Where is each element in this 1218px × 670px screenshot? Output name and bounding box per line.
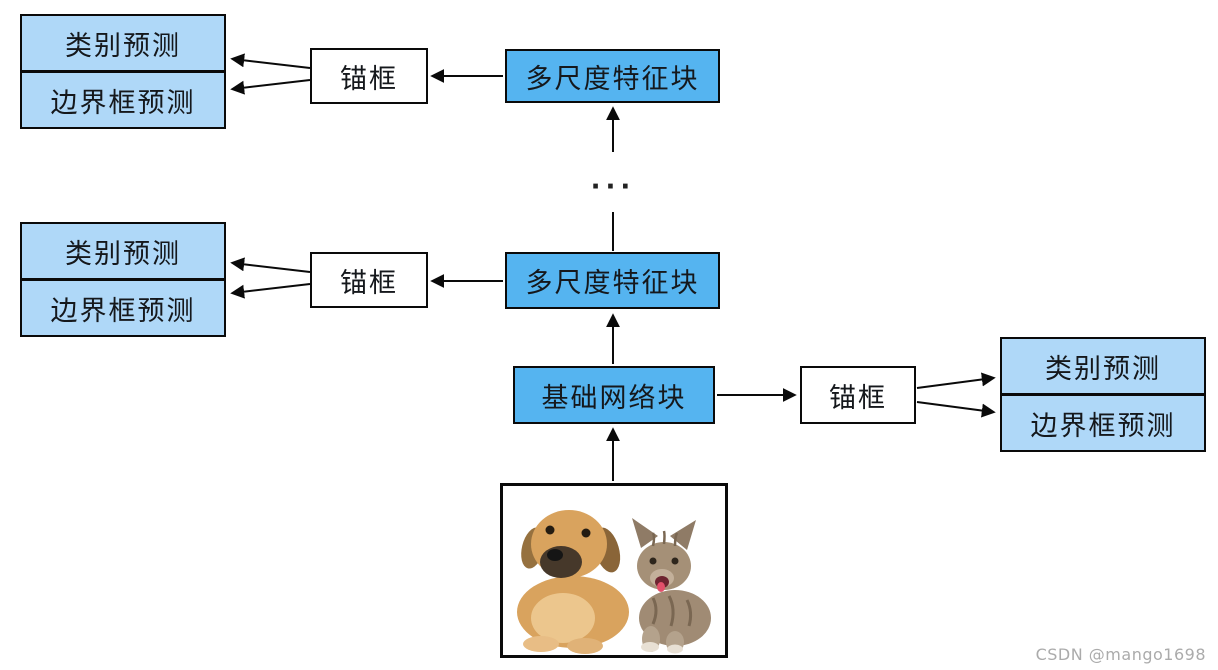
base-network-block: 基础网络块 (513, 366, 715, 424)
puppy-illustration (517, 510, 629, 654)
arrow-anchor-top-to-bbox-pred (230, 79, 311, 95)
bbox-prediction-box: 边界框预测 (22, 70, 224, 127)
arrow-anchor-mid-to-bbox-pred (230, 283, 311, 299)
multiscale-feature-block-mid: 多尺度特征块 (505, 252, 720, 309)
multiscale-feature-block-top: 多尺度特征块 (505, 49, 720, 103)
anchor-box-top: 锚框 (310, 48, 428, 104)
arrow-anchor-top-to-class-pred (230, 53, 311, 69)
kitten-illustration (632, 518, 711, 654)
prediction-group-mid-left: 类别预测 边界框预测 (20, 222, 226, 337)
anchor-box-mid: 锚框 (310, 252, 428, 308)
bbox-prediction-box: 边界框预测 (1002, 393, 1204, 450)
arrow-anchor-right-to-class-pred (916, 372, 996, 389)
class-prediction-box: 类别预测 (1045, 353, 1161, 385)
prediction-group-right: 类别预测 边界框预测 (1000, 337, 1206, 452)
anchor-box-right: 锚框 (800, 366, 916, 424)
arrow-anchor-mid-to-class-pred (230, 257, 311, 273)
class-prediction-box: 类别预测 (65, 238, 181, 270)
arrow-anchor-right-to-bbox-pred (916, 401, 996, 418)
prediction-group-top-left: 类别预测 边界框预测 (20, 14, 226, 129)
ellipsis-dots: ··· (590, 172, 636, 202)
csdn-watermark: CSDN @mango1698 (1035, 645, 1206, 664)
class-prediction-box: 类别预测 (65, 30, 181, 62)
dog-and-kitten-photo (503, 486, 725, 655)
bbox-prediction-box: 边界框预测 (22, 278, 224, 335)
input-image-box (500, 483, 728, 658)
